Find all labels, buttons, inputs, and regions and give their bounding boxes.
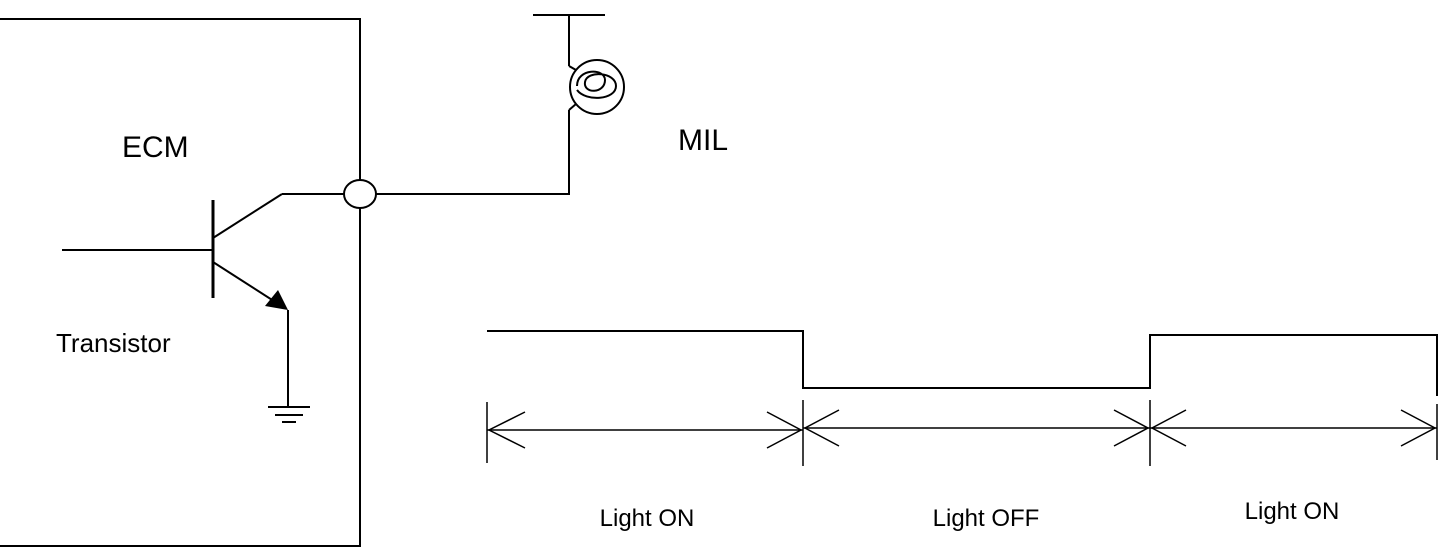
- segment-label-2: Light OFF: [933, 505, 1040, 532]
- connector-terminal: [343, 179, 377, 209]
- waveform-line: [487, 330, 1438, 396]
- lamp-icon: [568, 59, 625, 115]
- ecm-label: ECM: [122, 131, 189, 164]
- segment-label-1: Light ON: [600, 505, 695, 532]
- ecm-boundary: [0, 18, 361, 547]
- transistor-icon: [62, 193, 345, 406]
- supply-icon: [533, 14, 605, 66]
- dimension-lines: [486, 400, 1438, 466]
- ground-icon: [268, 406, 310, 423]
- transistor-label: Transistor: [56, 328, 171, 358]
- mil-wire: [376, 110, 570, 195]
- segment-label-3: Light ON: [1245, 498, 1340, 525]
- mil-label: MIL: [678, 124, 728, 157]
